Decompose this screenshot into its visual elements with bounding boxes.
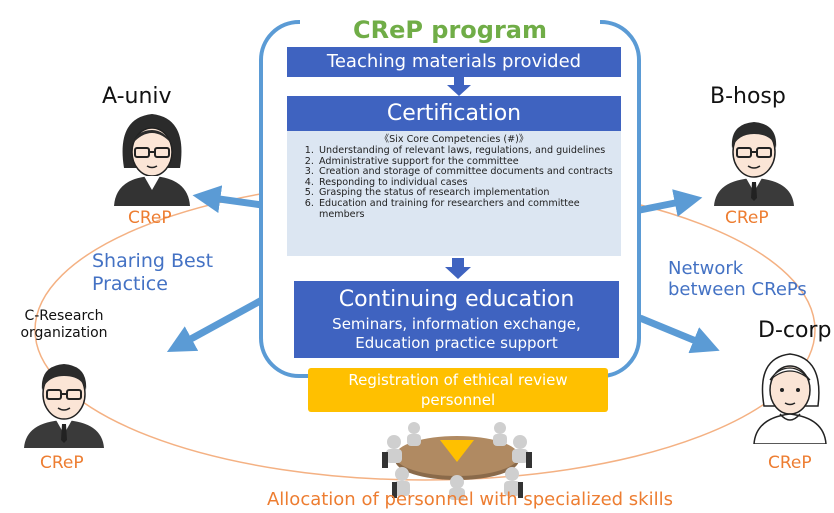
competencies-list: Understanding of relevant laws, regulati… [293,145,615,220]
teaching-materials-box: Teaching materials provided [287,47,621,77]
arrow-to-b-hosp [639,189,703,217]
arrow-to-d-corp [638,314,720,354]
a-univ-label: A-univ [102,84,172,109]
meeting-table-icon [382,422,532,500]
network-note-line-2: between CRePs [668,279,807,300]
b-hosp-role: CReP [725,208,769,228]
competency-item: Administrative support for the committee [317,156,615,168]
competencies-title: 《Six Core Competencies (#)》 [379,134,529,145]
b-hosp-label: B-hosp [710,84,786,109]
d-corp-label: D-corp [758,318,832,343]
continuing-education-title: Continuing education [338,287,575,312]
sharing-note-line-2: Practice [92,273,168,295]
sharing-note-line-1: Sharing Best [92,250,214,272]
network-between-creps-note: Network between CRePs [668,258,834,300]
competency-item: Creation and storage of committee docume… [317,167,615,178]
competencies-panel: 《Six Core Competencies (#)》 Understandin… [287,131,621,256]
c-research-label-line-1: C-Research [24,308,104,324]
continuing-education-box: Continuing education Seminars, informati… [294,281,619,358]
continuing-education-detail-1: Seminars, information exchange, [332,315,581,333]
d-corp-role: CReP [768,453,812,473]
program-title: CReP program [300,14,600,46]
a-univ-role: CReP [128,208,172,228]
woman-avatar-icon [114,114,190,206]
network-note-line-1: Network [668,258,744,279]
continuing-education-detail-2: Education practice support [355,334,558,352]
competency-item: Understanding of relevant laws, regulati… [317,145,615,157]
arrow-to-a-univ [192,185,263,214]
sharing-best-practice-note: Sharing Best Practice [92,250,252,296]
competency-item: Education and training for researchers a… [317,198,615,220]
certification-header: Certification [287,96,621,131]
allocation-caption: Allocation of personnel with specialized… [266,489,673,510]
down-arrow-2 [445,258,471,279]
down-arrow-1 [447,77,471,96]
c-research-role: CReP [40,453,84,473]
woman-avatar-icon [753,353,827,444]
c-research-label-line-2: organization [20,325,108,341]
competency-item: Grasping the status of research implemen… [317,188,615,199]
c-research-label: C-Research organization [8,308,120,342]
man-avatar-icon [714,122,794,206]
competency-item: Responding to individual cases [317,177,615,189]
arrow-to-c-research [166,296,264,353]
man-avatar-icon [24,364,104,448]
registration-box: Registration of ethical review personnel [308,368,608,412]
